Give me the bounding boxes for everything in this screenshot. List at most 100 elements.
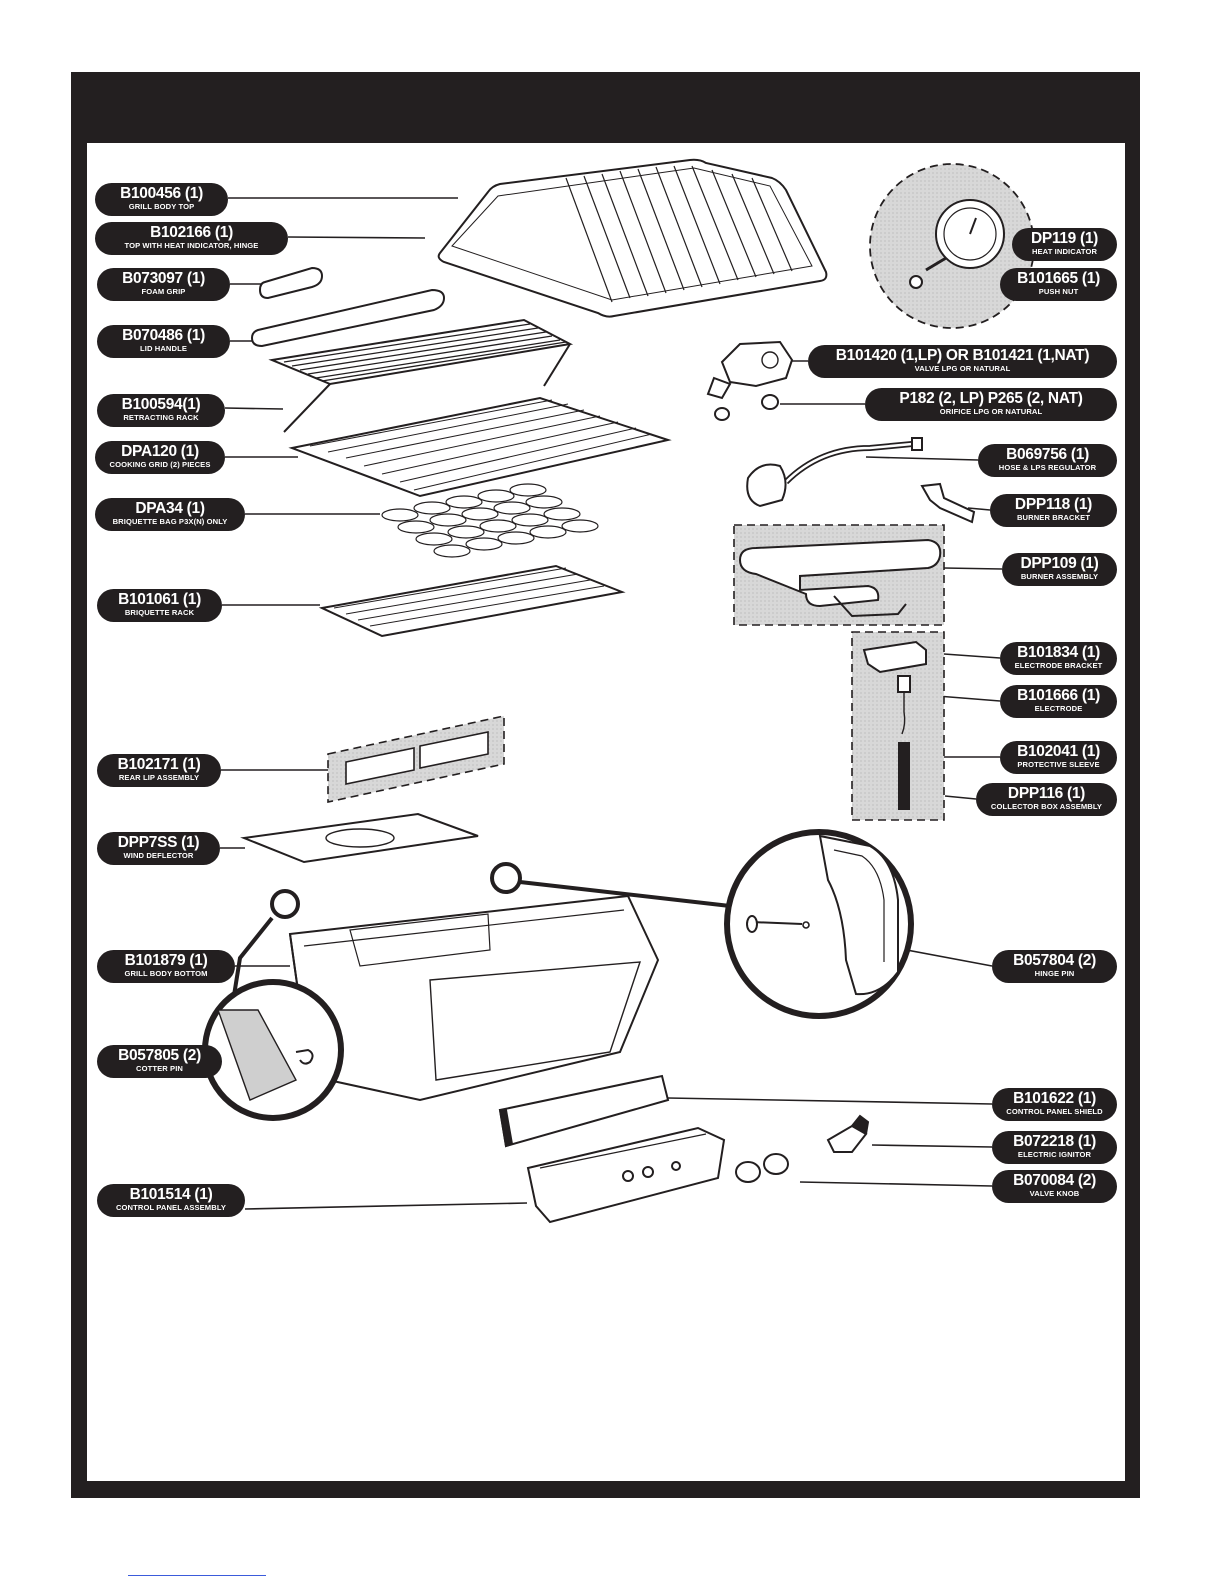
part-label: B057805 (2)COTTER PIN	[97, 1045, 222, 1078]
part-description: LID HANDLE	[140, 344, 187, 353]
part-code: B101061 (1)	[118, 591, 201, 608]
part-code: B069756 (1)	[1006, 446, 1089, 463]
part-description: ELECTRODE BRACKET	[1014, 661, 1103, 670]
valve-drawing	[706, 340, 794, 421]
part-code: B102166 (1)	[150, 224, 233, 241]
part-description: COTTER PIN	[136, 1064, 183, 1073]
part-label: P182 (2, LP) P265 (2, NAT)ORIFICE LPG OR…	[865, 388, 1117, 421]
part-label: B101665 (1)PUSH NUT	[1000, 268, 1117, 301]
part-description: BURNER ASSEMBLY	[1020, 572, 1099, 581]
part-description: HOSE & LPS REGULATOR	[998, 463, 1097, 472]
part-label: B069756 (1)HOSE & LPS REGULATOR	[978, 444, 1117, 477]
part-code: B072218 (1)	[1013, 1133, 1096, 1150]
part-code: DPA34 (1)	[135, 500, 205, 517]
part-label: B102166 (1)TOP WITH HEAT INDICATOR, HING…	[95, 222, 288, 255]
ignitor-drawing	[826, 1114, 870, 1153]
part-code: DPP7SS (1)	[117, 834, 200, 851]
part-label: DPP118 (1)BURNER BRACKET	[990, 494, 1117, 527]
part-description: VALVE KNOB	[1029, 1189, 1080, 1198]
burner-bracket-drawing	[920, 482, 976, 524]
part-label: B101622 (1)CONTROL PANEL SHIELD	[992, 1088, 1117, 1121]
part-description: COOKING GRID (2) PIECES	[109, 460, 211, 469]
part-label: DPP116 (1)COLLECTOR BOX ASSEMBLY	[976, 783, 1117, 816]
part-code: B102041 (1)	[1017, 743, 1100, 760]
part-description: ORIFICE LPG OR NATURAL	[939, 407, 1043, 416]
cooking-grid-drawing	[288, 396, 672, 498]
briquettes-drawing	[381, 483, 599, 558]
part-label: B101666 (1)ELECTRODE	[1000, 685, 1117, 718]
part-label: DPA34 (1)BRIQUETTE BAG P3X(N) ONLY	[95, 498, 245, 531]
leader-lines	[220, 197, 1012, 1210]
part-label: B100594(1)RETRACTING RACK	[97, 394, 225, 427]
part-label: B073097 (1)FOAM GRIP	[97, 268, 230, 301]
part-code: DPP118 (1)	[1014, 496, 1093, 513]
rear-lip-drawing	[327, 715, 505, 803]
part-description: CONTROL PANEL ASSEMBLY	[115, 1203, 227, 1212]
part-description: PROTECTIVE SLEEVE	[1017, 760, 1100, 769]
part-label: B072218 (1)ELECTRIC IGNITOR	[992, 1131, 1117, 1164]
grill-body-top-drawing	[437, 158, 828, 318]
part-description: COLLECTOR BOX ASSEMBLY	[990, 802, 1103, 811]
part-description: PUSH NUT	[1038, 287, 1079, 296]
part-code: P182 (2, LP) P265 (2, NAT)	[899, 390, 1083, 407]
part-code: DPA120 (1)	[121, 443, 199, 460]
control-panel-drawing	[526, 1126, 726, 1224]
retracting-rack-drawing	[268, 318, 574, 433]
part-label: B070084 (2)VALVE KNOB	[992, 1170, 1117, 1203]
part-code: B057805 (2)	[118, 1047, 201, 1064]
part-description: BRIQUETTE RACK	[124, 608, 195, 617]
part-description: GRILL BODY TOP	[128, 202, 195, 211]
part-code: B101879 (1)	[124, 952, 208, 969]
part-description: FOAM GRIP	[141, 287, 186, 296]
part-description: CONTROL PANEL SHIELD	[1006, 1107, 1103, 1116]
part-description: REAR LIP ASSEMBLY	[118, 773, 200, 782]
part-code: B102171 (1)	[117, 756, 201, 773]
heat-indicator-detail	[869, 163, 1035, 329]
part-label: B101879 (1)GRILL BODY BOTTOM	[97, 950, 235, 983]
hose-regulator-drawing	[746, 437, 923, 508]
cotter-pin-detail	[202, 889, 344, 1121]
part-code: B100594(1)	[121, 396, 201, 413]
part-description: BURNER BRACKET	[1016, 513, 1091, 522]
part-code: DPP116 (1)	[1007, 785, 1086, 802]
part-label: B057804 (2)HINGE PIN	[992, 950, 1117, 983]
part-description: RETRACTING RACK	[123, 413, 199, 422]
part-label: DPA120 (1)COOKING GRID (2) PIECES	[95, 441, 225, 474]
part-label: B101420 (1,LP) OR B101421 (1,NAT)VALVE L…	[808, 345, 1117, 378]
part-label: B101514 (1)CONTROL PANEL ASSEMBLY	[97, 1184, 245, 1217]
part-description: ELECTRODE	[1034, 704, 1083, 713]
part-code: B070084 (2)	[1013, 1172, 1096, 1189]
part-code: B101514 (1)	[129, 1186, 213, 1203]
part-code: B070486 (1)	[122, 327, 205, 344]
part-label: DP119 (1)HEAT INDICATOR	[1012, 228, 1117, 261]
part-description: GRILL BODY BOTTOM	[124, 969, 208, 978]
part-label: DPP7SS (1)WIND DEFLECTOR	[97, 832, 220, 865]
part-label: B100456 (1)GRILL BODY TOP	[95, 183, 228, 216]
part-description: TOP WITH HEAT INDICATOR, HINGE	[124, 241, 259, 250]
part-label: B102171 (1)REAR LIP ASSEMBLY	[97, 754, 221, 787]
briquette-rack-drawing	[318, 564, 626, 638]
part-code: DPP109 (1)	[1020, 555, 1099, 572]
hinge-pin-detail	[490, 829, 914, 1019]
footer-rule	[128, 1575, 266, 1576]
part-code: B101666 (1)	[1017, 687, 1100, 704]
foam-grip-drawing	[250, 266, 446, 348]
part-code: B101834 (1)	[1017, 644, 1100, 661]
part-code: B073097 (1)	[122, 270, 205, 287]
grill-body-bottom-drawing	[288, 894, 660, 1102]
part-label: B101834 (1)ELECTRODE BRACKET	[1000, 642, 1117, 675]
part-label: B070486 (1)LID HANDLE	[97, 325, 230, 358]
part-description: WIND DEFLECTOR	[123, 851, 194, 860]
part-description: VALVE LPG OR NATURAL	[914, 364, 1011, 373]
part-label: B101061 (1)BRIQUETTE RACK	[97, 589, 222, 622]
valve-knobs-drawing	[735, 1153, 789, 1183]
part-code: B057804 (2)	[1013, 952, 1096, 969]
part-description: BRIQUETTE BAG P3X(N) ONLY	[112, 517, 228, 526]
control-panel-shield-drawing	[498, 1074, 670, 1148]
part-code: B101622 (1)	[1013, 1090, 1096, 1107]
part-label: DPP109 (1)BURNER ASSEMBLY	[1002, 553, 1117, 586]
burner-assembly-drawing	[733, 524, 945, 626]
part-code: B101420 (1,LP) OR B101421 (1,NAT)	[835, 347, 1090, 364]
part-description: ELECTRIC IGNITOR	[1017, 1150, 1092, 1159]
